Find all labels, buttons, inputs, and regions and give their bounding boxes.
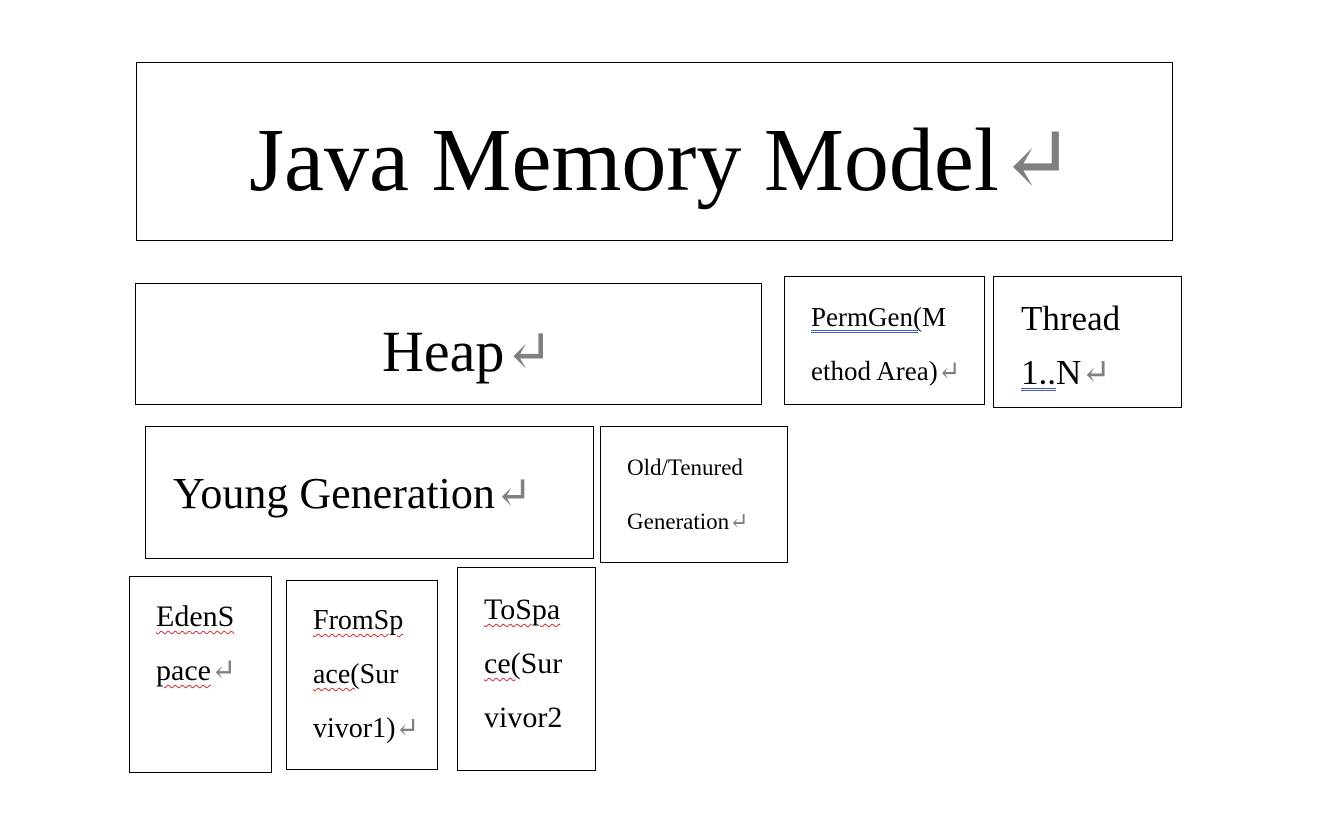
to-line-2: ce(Sur — [484, 646, 562, 682]
permgen-text-1b: M — [921, 302, 946, 332]
from-text-2a: ace( — [313, 659, 360, 690]
return-mark-icon: ↵ — [998, 111, 1075, 210]
from-text-3: vivor1) — [313, 713, 396, 744]
from-space-box: FromSp ace(Sur vivor1)↵ — [286, 580, 438, 770]
to-text-2b: Sur — [520, 647, 563, 680]
title-text: Java Memory Model — [249, 111, 999, 210]
from-line-3: vivor1)↵ — [313, 712, 419, 746]
thread-line-2: 1..N↵ — [1021, 353, 1111, 393]
old-line-2: Generation↵ — [627, 508, 748, 536]
return-mark-icon: ↵ — [395, 713, 419, 744]
return-mark-icon: ↵ — [937, 356, 961, 386]
thread-box: Thread 1..N↵ — [993, 276, 1182, 408]
return-mark-icon: ↵ — [729, 509, 749, 534]
return-mark-icon: ↵ — [494, 469, 532, 518]
return-mark-icon: ↵ — [1081, 353, 1111, 392]
to-line-3: vivor2 — [484, 700, 562, 736]
to-text-1: ToSpa — [484, 593, 561, 626]
heap-text: Heap — [382, 319, 505, 384]
eden-line-2: pace↵ — [156, 653, 236, 689]
to-space-box: ToSpa ce(Sur vivor2 — [457, 567, 596, 771]
from-text-1: FromSp — [313, 605, 404, 636]
heap-box: Heap↵ — [135, 283, 762, 405]
from-line-1: FromSp — [313, 604, 403, 638]
permgen-text-1a: PermGen( — [811, 302, 922, 332]
eden-space-box: EdenS pace↵ — [129, 576, 272, 773]
thread-text-2b: N — [1056, 353, 1082, 392]
old-text-2: Generation — [627, 509, 730, 534]
return-mark-icon: ↵ — [210, 654, 237, 687]
title-box: Java Memory Model↵ — [136, 62, 1173, 241]
return-mark-icon: ↵ — [504, 319, 553, 384]
young-generation-box: Young Generation↵ — [145, 426, 594, 559]
permgen-text-2: ethod Area) — [811, 356, 938, 386]
to-line-1: ToSpa — [484, 592, 560, 628]
eden-text-1: EdenS — [156, 600, 235, 633]
old-generation-box: Old/Tenured Generation↵ — [600, 426, 788, 563]
heap-line: Heap↵ — [382, 320, 553, 384]
young-generation-text: Young Generation — [173, 469, 495, 518]
from-line-2: ace(Sur — [313, 658, 399, 692]
title-line: Java Memory Model↵ — [249, 111, 1074, 211]
young-generation-line: Young Generation↵ — [173, 469, 532, 519]
old-line-1: Old/Tenured — [627, 454, 743, 482]
permgen-line-1: PermGen(M — [811, 301, 946, 333]
thread-text-1: Thread — [1021, 299, 1121, 338]
to-text-2a: ce( — [484, 647, 521, 680]
to-text-3: vivor2 — [484, 701, 563, 734]
permgen-box: PermGen(M ethod Area)↵ — [784, 276, 985, 405]
thread-line-1: Thread — [1021, 299, 1120, 339]
eden-text-2: pace — [156, 654, 211, 687]
permgen-line-2: ethod Area)↵ — [811, 355, 960, 387]
thread-text-2a: 1.. — [1021, 353, 1056, 392]
old-text-1: Old/Tenured — [627, 455, 743, 480]
from-text-2b: Sur — [359, 659, 399, 690]
eden-line-1: EdenS — [156, 599, 234, 635]
